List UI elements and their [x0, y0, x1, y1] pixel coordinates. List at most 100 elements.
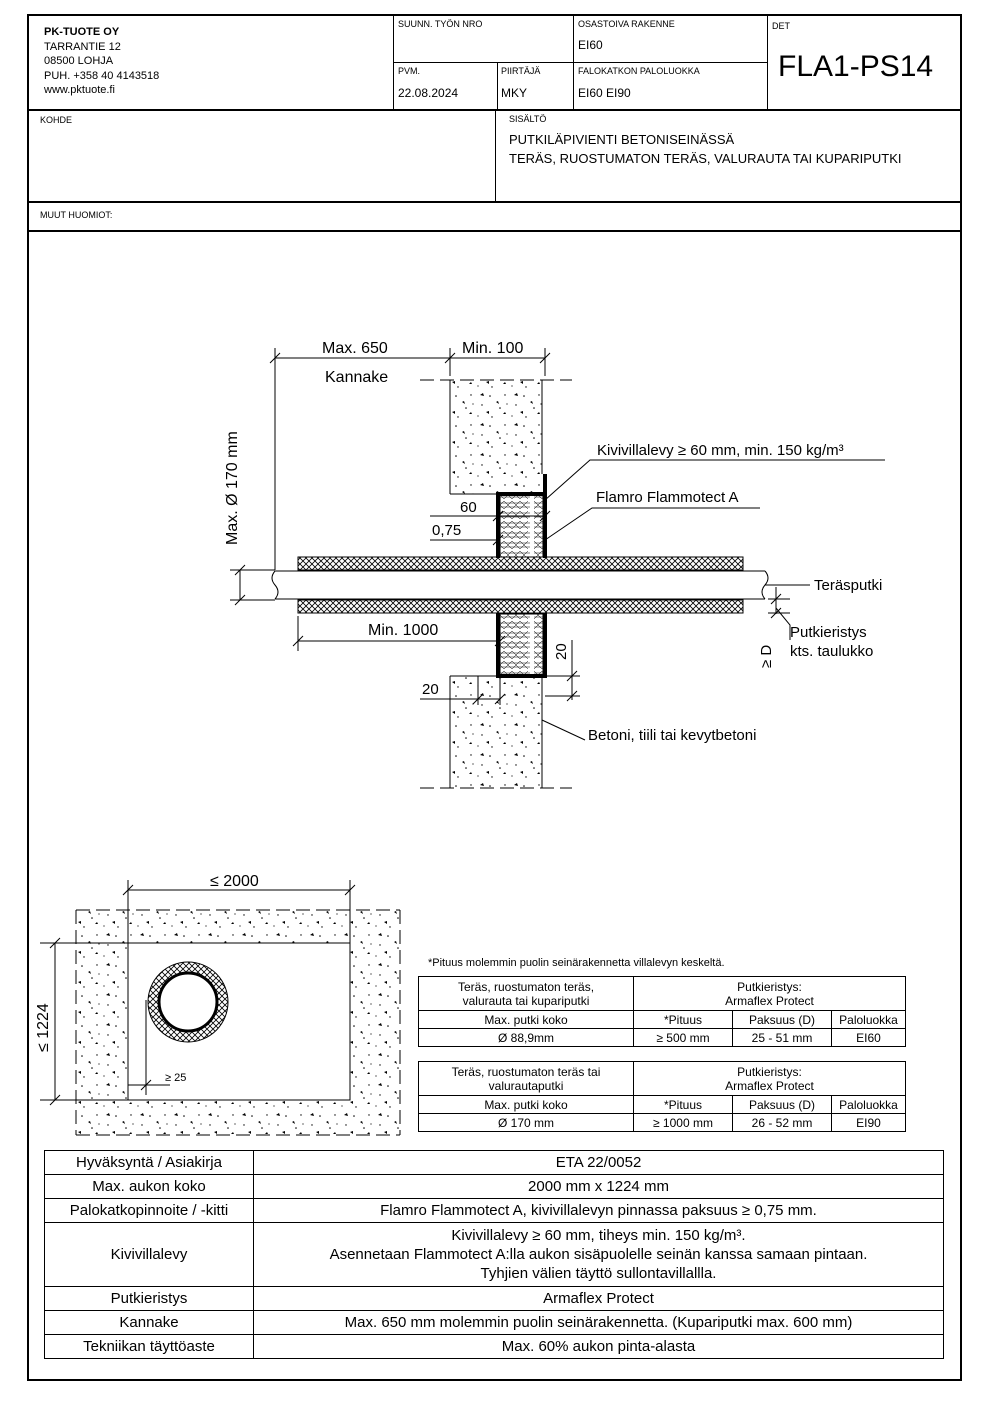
value-length: ≥ 1000 mm [633, 1113, 733, 1132]
row-value: Max. 60% aukon pinta-alasta [253, 1334, 944, 1359]
value-size: Ø 88,9mm [418, 1028, 634, 1047]
label-putkieristys: Putkieristys [790, 624, 867, 641]
row-value: Flamro Flammotect A, kivivillalevyn pinn… [253, 1198, 944, 1223]
pvm-value: 22.08.2024 [398, 86, 459, 100]
dim-min100: Min. 100 [462, 340, 523, 357]
header-thickness: Paksuus (D) [732, 1010, 832, 1029]
dim-gap: ≥ 25 [165, 1072, 186, 1084]
value-class: EI90 [831, 1113, 906, 1132]
header-size: Max. putki koko [418, 1095, 634, 1114]
elevation-view: ≤ 2000 ≤ 1224 ≥ 25 [35, 873, 401, 1136]
pipe-type-cell: Teräs, ruostumaton teräs, valurauta tai … [418, 976, 634, 1011]
row-label: Kivivillalevy [44, 1222, 254, 1287]
grid-line [495, 110, 496, 202]
row-value: Armaflex Protect [253, 1286, 944, 1311]
value-length: ≥ 500 mm [633, 1028, 733, 1047]
row-label: Kannake [44, 1310, 254, 1335]
steel-pipe [271, 570, 769, 600]
row-value: ETA 22/0052 [253, 1150, 944, 1175]
dim-max650: Max. 650 [322, 340, 388, 357]
header-class: Paloluokka [831, 1010, 906, 1029]
label-terasputki: Teräsputki [814, 577, 882, 594]
table-row: Palokatkopinnoite / -kitti Flamro Flammo… [44, 1198, 944, 1223]
header-length: *Pituus [633, 1010, 733, 1029]
dim-20-vertical: 20 [553, 643, 570, 660]
value-thickness: 26 - 52 mm [732, 1113, 832, 1132]
row-value: Kivivillalevy ≥ 60 mm, tiheys min. 150 k… [253, 1222, 944, 1287]
det-label: DET [772, 21, 790, 31]
row-label: Tekniikan täyttöaste [44, 1334, 254, 1359]
grid-line [27, 109, 962, 111]
table-row: Hyväksyntä / Asiakirja ETA 22/0052 [44, 1150, 944, 1175]
grid-line [27, 201, 962, 203]
suunn-label: SUUNN. TYÖN NRO [398, 19, 483, 29]
osasto-label: OSASTOIVA RAKENNE [578, 19, 675, 29]
spec-table-2: Teräs, ruostumaton teräs tai valurautapu… [418, 1061, 906, 1132]
row-label: Putkieristys [44, 1286, 254, 1311]
dim-max-diameter: Max. Ø 170 mm [224, 431, 241, 545]
osasto-value: EI60 [578, 38, 603, 52]
insulation-cell: Putkieristys: Armaflex Protect [633, 1061, 906, 1096]
header-class: Paloluokka [831, 1095, 906, 1114]
table-row: Tekniikan täyttöaste Max. 60% aukon pint… [44, 1334, 944, 1359]
dim-height: ≤ 1224 [35, 1003, 52, 1052]
label-flamro: Flamro Flammotect A [596, 489, 739, 506]
row-value: 2000 mm x 1224 mm [253, 1174, 944, 1199]
table-row: Kannake Max. 650 mm molemmin puolin sein… [44, 1310, 944, 1335]
muut-label: MUUT HUOMIOT: [40, 210, 113, 220]
value-thickness: 25 - 51 mm [732, 1028, 832, 1047]
dim-60: 60 [460, 499, 477, 516]
row-label: Max. aukon koko [44, 1174, 254, 1199]
header-length: *Pituus [633, 1095, 733, 1114]
table-row: Putkieristys Armaflex Protect [44, 1286, 944, 1311]
dim-ge-d: ≥ D [758, 645, 775, 668]
dim-20-horizontal: 20 [422, 681, 439, 698]
pipe-type-cell: Teräs, ruostumaton teräs tai valurautapu… [418, 1061, 634, 1096]
sheet-frame [27, 14, 962, 1381]
kohde-label: KOHDE [40, 115, 73, 125]
company-info: PK-TUOTE OY TARRANTIE 12 08500 LOHJA PUH… [44, 25, 159, 98]
header-thickness: Paksuus (D) [732, 1095, 832, 1114]
spec-table-1: Teräs, ruostumaton teräs, valurauta tai … [418, 976, 906, 1047]
pvm-label: PVM. [398, 66, 421, 76]
sisalto-line1: PUTKILÄPIVIENTI BETONISEINÄSSÄ [509, 132, 735, 147]
row-label: Hyväksyntä / Asiakirja [44, 1150, 254, 1175]
dim-width: ≤ 2000 [210, 873, 259, 890]
sisalto-line2: TERÄS, RUOSTUMATON TERÄS, VALURAUTA TAI … [509, 151, 902, 166]
falo-label: FALOKATKON PALOLUOKKA [578, 66, 700, 76]
approval-table: Hyväksyntä / Asiakirja ETA 22/0052 Max. … [44, 1150, 944, 1359]
pipe-insulation-top [297, 556, 744, 571]
table-row: Kivivillalevy Kivivillalevy ≥ 60 mm, tih… [44, 1222, 944, 1287]
grid-line [497, 62, 498, 110]
row-label: Palokatkopinnoite / -kitti [44, 1198, 254, 1223]
company-name: PK-TUOTE OY [44, 26, 120, 38]
pipe-section [157, 971, 219, 1033]
label-betoni: Betoni, tiili tai kevytbetoni [588, 727, 756, 744]
mineral-wool-lower [499, 613, 544, 677]
grid-line [27, 230, 962, 232]
label-kivivilla: Kivivillalevy ≥ 60 mm, min. 150 kg/m³ [597, 442, 844, 459]
value-size: Ø 170 mm [418, 1113, 634, 1132]
length-note: *Pituus molemmin puolin seinärakennetta … [428, 957, 725, 969]
falo-value: EI60 EI90 [578, 86, 631, 100]
section-view: Max. 650 Min. 100 Kannake Max. Ø 170 mm … [224, 340, 885, 789]
company-street: TARRANTIE 12 [44, 40, 121, 53]
table-row: Max. aukon koko 2000 mm x 1224 mm [44, 1174, 944, 1199]
label-kts: kts. taulukko [790, 643, 873, 660]
grid-line [393, 62, 767, 63]
piirtaja-label: PIIRTÄJÄ [501, 66, 541, 76]
header-size: Max. putki koko [418, 1010, 634, 1029]
grid-line [767, 14, 768, 110]
company-web: www.pktuote.fi [44, 84, 115, 96]
row-value: Max. 650 mm molemmin puolin seinärakenne… [253, 1310, 944, 1335]
mineral-wool-upper [499, 494, 544, 558]
label-kannake: Kannake [325, 369, 388, 386]
sisalto-label: SISÄLTÖ [509, 114, 547, 124]
det-value: FLA1-PS14 [778, 50, 934, 83]
company-city: 08500 LOHJA [44, 55, 114, 67]
dim-min1000: Min. 1000 [368, 622, 438, 639]
sisalto-text: PUTKILÄPIVIENTI BETONISEINÄSSÄ TERÄS, RU… [509, 130, 901, 168]
wall-lower [450, 676, 542, 788]
